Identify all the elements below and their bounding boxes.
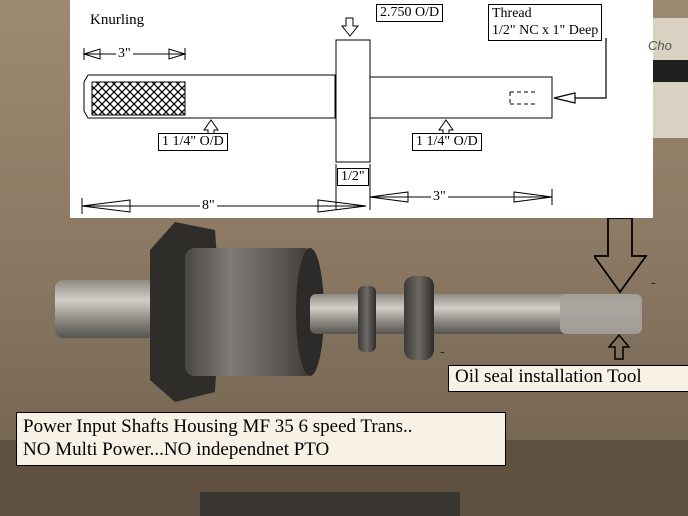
thread-spec-label: Thread 1/2" NC x 1" Deep [488, 4, 603, 41]
main-caption-line1: Power Input Shafts Housing MF 35 6 speed… [23, 416, 413, 437]
thread-label-line1: Thread [492, 6, 532, 21]
main-shaft [310, 294, 640, 334]
dash-mark-center: - [440, 343, 445, 359]
shaft-drawing [81, 17, 607, 214]
box-brand-text: Cho [648, 38, 672, 53]
thread-leader [553, 38, 607, 104]
tool-caption-text: Oil seal installation Tool [455, 366, 642, 387]
collar-disc [404, 276, 434, 360]
main-caption: Power Input Shafts Housing MF 35 6 speed… [16, 412, 506, 466]
photo-down-arrow [594, 218, 648, 294]
drawing-right-shaft [369, 76, 553, 119]
drawing-collar [335, 39, 371, 163]
main-caption-line2: NO Multi Power...NO independnet PTO [23, 439, 330, 460]
tool-caption: Oil seal installation Tool [448, 365, 688, 392]
right-od-label: 1 1/4" O/D [412, 133, 482, 151]
left-od-label: 1 1/4" O/D [158, 133, 228, 151]
collar-width-label: 1/2" [337, 168, 369, 186]
down-arrow-collar [340, 17, 360, 37]
collar-od-label: 2.750 O/D [376, 4, 444, 22]
dim-arrow-8in [81, 198, 367, 214]
housing-body [185, 248, 315, 376]
bench-strip [200, 492, 460, 516]
dim-arrow-knurl [82, 48, 187, 60]
dim-arrow-3in-right [369, 189, 553, 205]
photo-up-arrow [607, 333, 631, 360]
right-length-label: 3" [431, 189, 448, 205]
thread-label-line2: 1/2" NC x 1" Deep [492, 23, 599, 38]
drawing-knurl-section [91, 81, 186, 116]
drawing-thread-hole [509, 91, 538, 105]
knurled-end [560, 294, 642, 334]
left-length-label: 8" [200, 198, 217, 214]
dash-mark-right: - [651, 274, 656, 290]
drawing-panel: Knurling 3" 2.750 O/D Thread 1/2" NC x 1… [70, 0, 653, 218]
dim-collar-width [335, 164, 371, 210]
knurl-length-label: 3" [116, 46, 133, 62]
left-shaft-stub [55, 280, 155, 338]
knurling-label: Knurling [90, 12, 145, 28]
small-spacer-disc [358, 286, 376, 352]
